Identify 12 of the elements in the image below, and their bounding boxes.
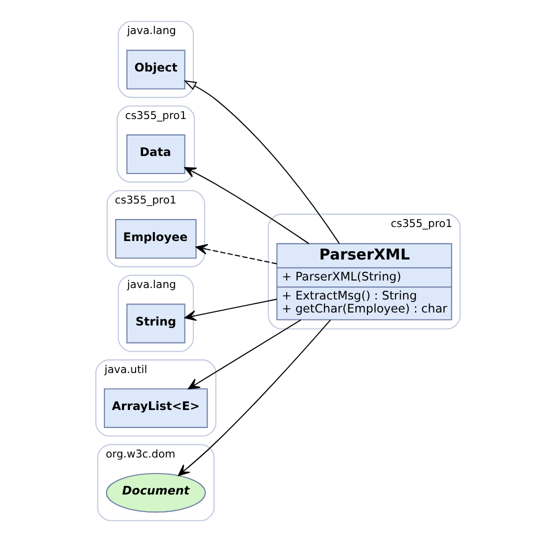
node-ellipse: Document (106, 472, 206, 513)
arrow (196, 244, 278, 264)
node-box: Employee (115, 219, 197, 259)
arrow (178, 320, 331, 476)
arrow (184, 80, 340, 244)
node-box: String (126, 304, 186, 344)
node-box: Data (126, 134, 186, 174)
arrow (188, 319, 302, 390)
arrow (184, 167, 310, 244)
arrow (184, 298, 278, 321)
node-box: Object (126, 50, 186, 90)
node-box: ArrayList<E> (104, 388, 208, 428)
